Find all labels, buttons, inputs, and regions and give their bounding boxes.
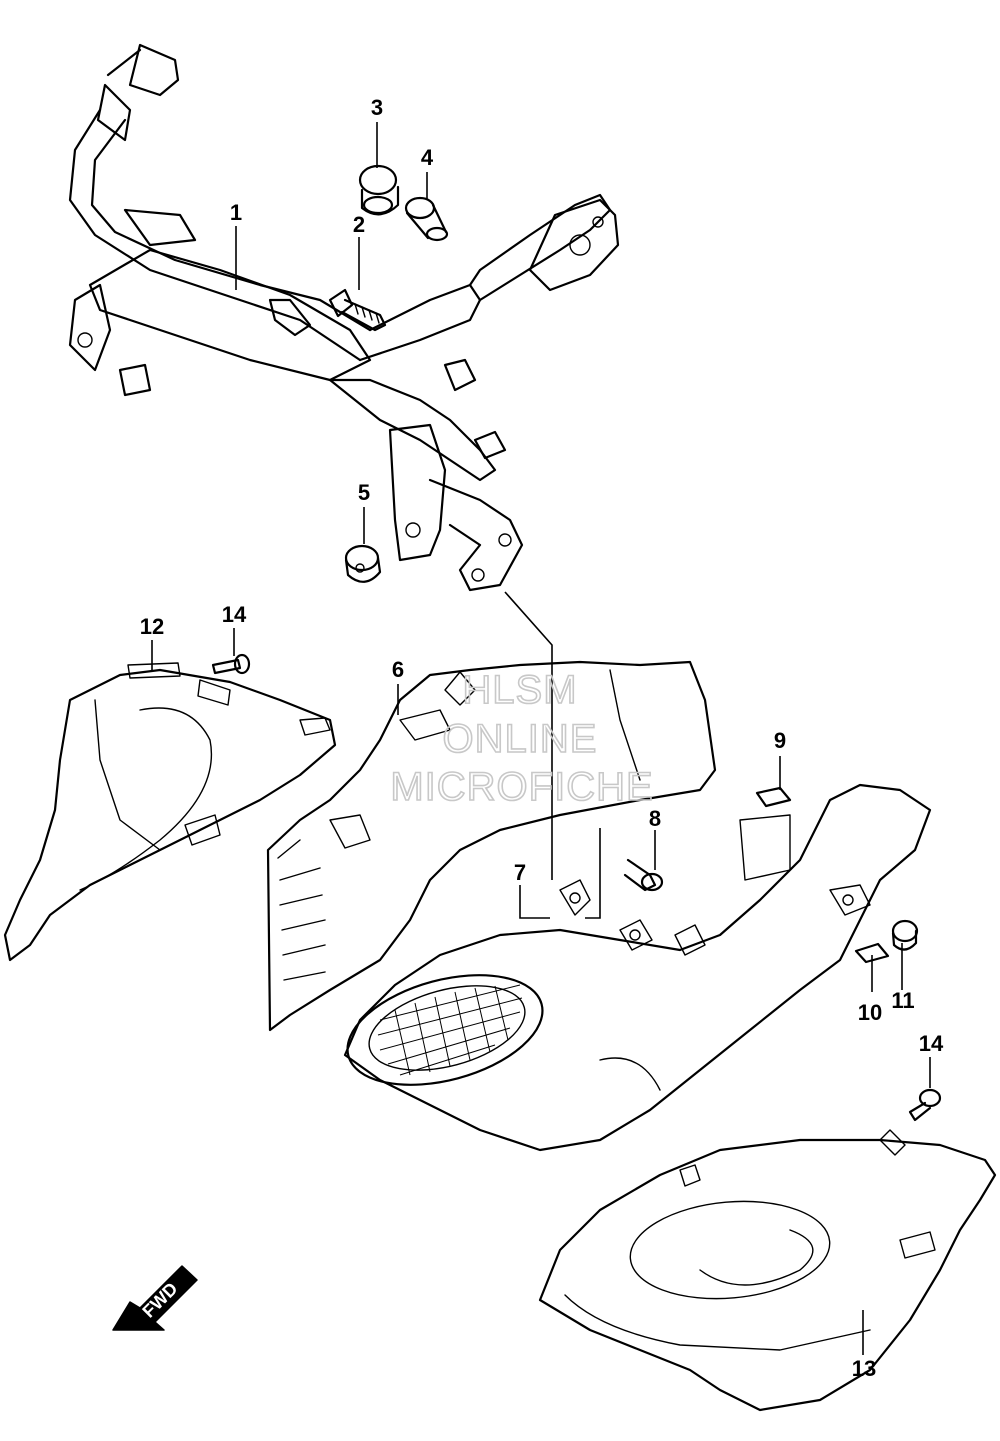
part-11-grommet [891,919,919,951]
callout-14-lower: 14 [919,1031,944,1056]
callout-6: 6 [392,657,404,682]
callout-7: 7 [514,860,526,885]
callout-11: 11 [891,988,914,1013]
callout-12: 12 [140,614,164,639]
watermark-line2: ONLINE [443,717,598,761]
callout-10: 10 [858,1000,882,1025]
callout-3: 3 [371,95,383,120]
callout-1: 1 [230,200,242,225]
part-7-air-duct [343,783,932,1152]
part-14-screw-lower [908,1088,942,1122]
part-14-screw-upper [211,653,251,675]
part-13-side-cover [538,1129,997,1412]
callout-5: 5 [358,480,370,505]
watermark: HLSM ONLINE MICROFICHE [390,667,654,810]
part-5-grommet [344,544,382,583]
callouts: 1 2 3 4 5 6 7 8 9 10 11 12 13 14 14 [140,95,944,1381]
callout-14-upper: 14 [222,602,247,627]
callout-8: 8 [649,806,661,831]
callout-13: 13 [852,1356,876,1381]
part-1-frame-bracket [68,43,620,592]
callout-9: 9 [774,728,786,753]
part-7-mesh-grille [377,984,523,1076]
callout-4: 4 [421,145,434,170]
part-3-grommet [358,164,400,216]
watermark-line3: MICROFICHE [390,765,653,809]
part-9-clip-nut [755,786,792,808]
callout-2: 2 [353,212,365,237]
watermark-line1: HLSM [462,668,577,712]
part-8-screw [623,858,664,892]
fwd-arrow-icon: FWD [112,1265,198,1331]
part-12-side-cover [3,662,337,962]
part-4-collar [404,196,449,242]
leader-lines [151,122,931,1355]
part-10-clip-nut [854,942,890,964]
part-2-bolt [328,288,387,332]
part-6-inner-cover [266,660,717,1032]
